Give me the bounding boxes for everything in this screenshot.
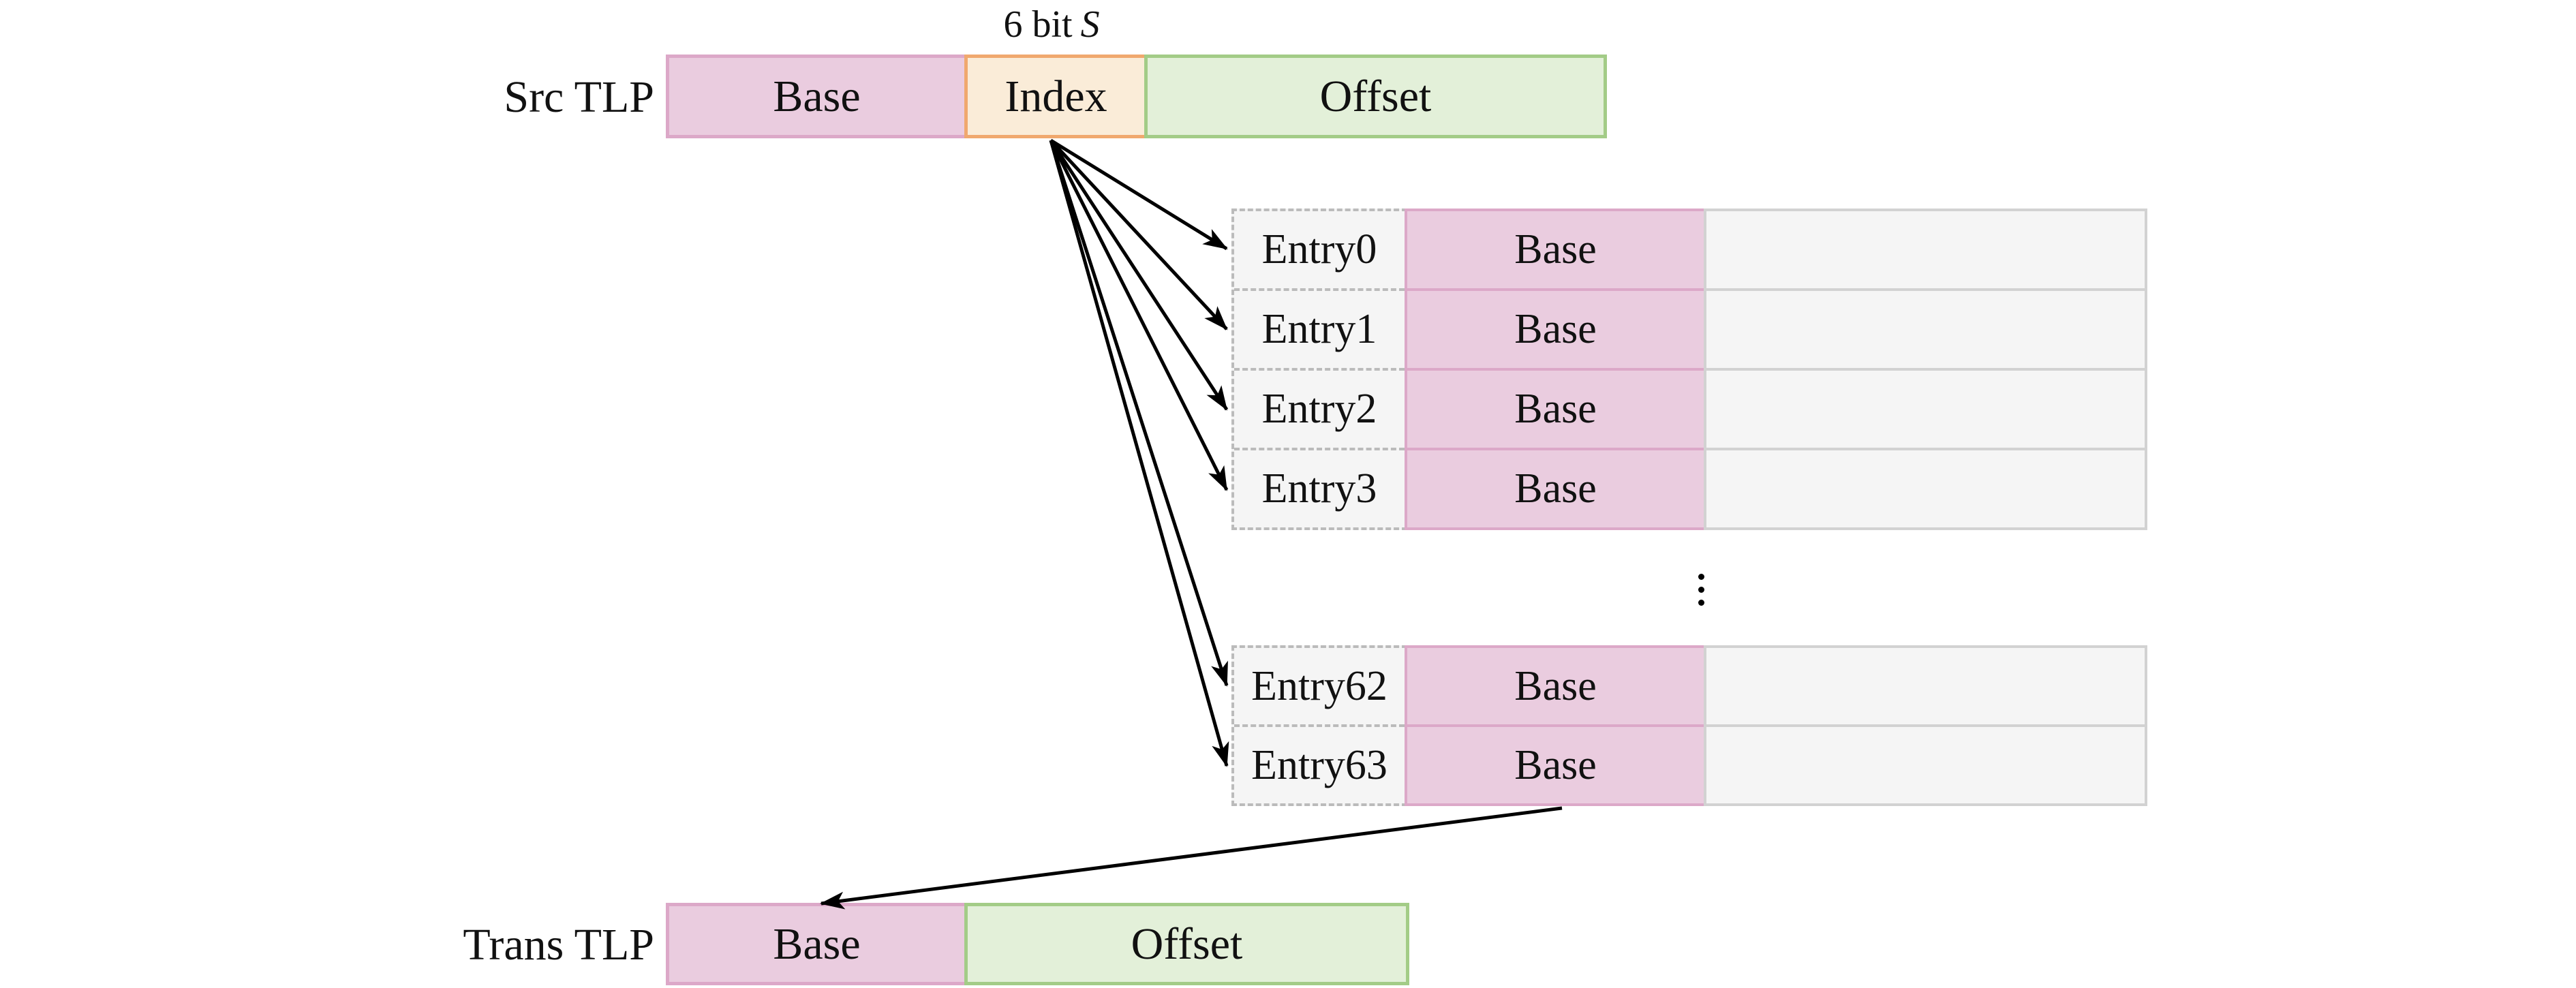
trans-tlp-base-field: Base [666,903,968,985]
ellipsis-dot [1698,574,1704,580]
translation-table-top-group: Entry0 Entry1 Entry2 Entry3 Base Base Ba… [1231,209,2147,530]
index-width-label-text: 6 bit [1003,3,1073,46]
entry-data-cell [1706,371,2145,450]
index-width-label-symbol: S [1080,3,1100,46]
src-tlp-index-text: Index [1005,71,1107,121]
entry-label: Entry2 [1234,371,1405,450]
arrow-src-index-to-entry2 [1049,139,1229,411]
entry-data-cell [1706,648,2145,727]
entry-label: Entry3 [1261,465,1377,512]
entry-data-cell [1706,211,2145,291]
ellipsis-dot [1698,600,1704,606]
entry-label-column: Entry62 Entry63 [1231,645,1407,806]
entry-label: Entry1 [1234,291,1405,371]
arrow-entry63-base-to-trans-base [820,806,1563,910]
ellipsis-dot [1698,587,1704,593]
entry-data-cell [1706,291,2145,371]
trans-tlp-label: Trans TLP [463,920,654,970]
entry-base-cell: Base [1407,291,1704,371]
arrow-src-index-to-entry1 [1049,139,1228,330]
entry-label: Entry62 [1234,648,1405,727]
entry-label: Entry63 [1251,741,1387,788]
vertical-ellipsis [1698,574,1704,606]
arrow-src-index-to-entry0 [1049,138,1228,251]
entry-label: Entry0 [1234,211,1405,291]
entry-base-cell: Base [1407,648,1704,727]
arrow-src-index-to-entry63 [1049,140,1229,767]
trans-tlp-base-text: Base [773,918,861,969]
trans-tlp-offset-text: Offset [1131,918,1243,969]
entry-base-cell: Base [1407,371,1704,450]
src-tlp-base-field: Base [666,55,968,138]
src-tlp-offset-field: Offset [1144,55,1607,138]
entry-base-cell: Base [1407,211,1704,291]
entry-label-column: Entry0 Entry1 Entry2 Entry3 [1231,209,1407,530]
entry-base-column: Base Base [1405,645,1706,806]
src-tlp-offset-text: Offset [1319,71,1432,121]
entry-base-cell: Base [1514,465,1597,512]
entry-base-column: Base Base Base Base [1405,209,1706,530]
entry-data-column [1704,209,2147,530]
entry-data-cell [1706,450,2145,527]
entry-base-cell: Base [1514,741,1597,788]
src-tlp-label: Src TLP [504,72,654,122]
trans-tlp-offset-field: Offset [964,903,1409,985]
arrow-src-index-to-entry3 [1049,139,1229,491]
arrow-src-index-to-entry62 [1049,140,1229,687]
src-tlp-base-text: Base [773,71,861,121]
entry-data-column [1704,645,2147,806]
src-tlp-index-field: Index [964,55,1148,138]
translation-table-bottom-group: Entry62 Entry63 Base Base [1231,645,2147,806]
entry-data-cell [1706,727,2145,803]
